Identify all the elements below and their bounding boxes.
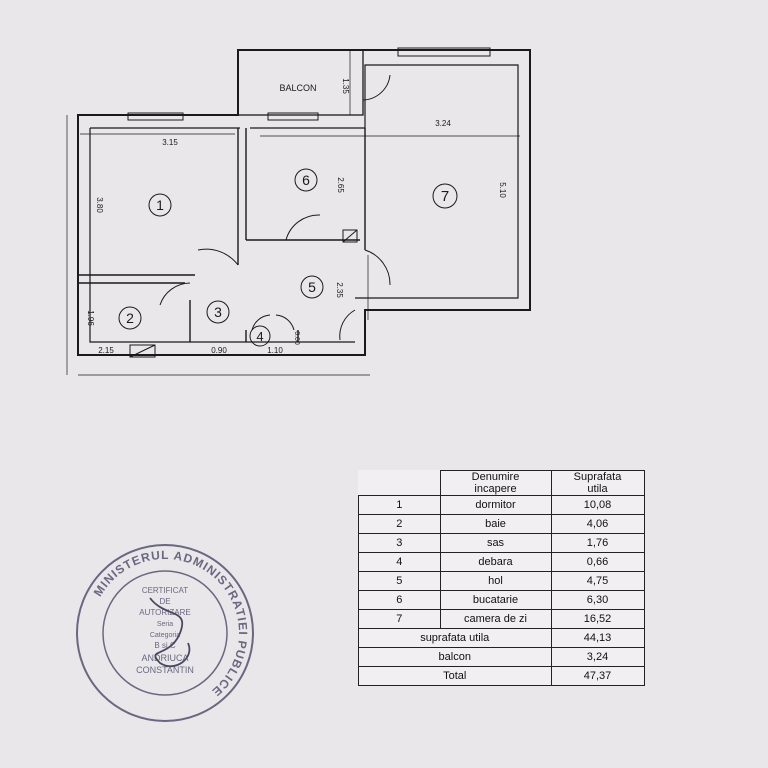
room-number-7: 7 <box>441 188 449 205</box>
room-name: bucatarie <box>439 590 552 610</box>
dim-closet-width: 1.10 <box>267 346 283 355</box>
signature-scribble <box>149 597 191 668</box>
room-area: 6,30 <box>550 590 645 610</box>
room-area: 10,08 <box>550 495 645 515</box>
room-number-1: 1 <box>156 197 164 213</box>
row-number: 1 <box>358 495 441 515</box>
room-number-2: 2 <box>126 310 134 326</box>
total-label: suprafata utila <box>358 628 552 648</box>
dim-room7-width: 3.24 <box>435 119 451 128</box>
total-value: 3,24 <box>550 647 645 667</box>
room-number-6: 6 <box>302 172 310 188</box>
window <box>397 47 491 57</box>
room-name: sas <box>439 533 552 553</box>
room-name: hol <box>439 571 552 591</box>
room-circle-5 <box>300 275 324 299</box>
row-number: 6 <box>358 590 441 610</box>
total-label: balcon <box>358 647 552 667</box>
dim-closet-depth: 0.60 <box>293 331 300 345</box>
room-number-3: 3 <box>214 304 222 320</box>
header-blank <box>359 471 441 496</box>
room-circle-4 <box>249 325 271 347</box>
dim-balcony-depth: 1.35 <box>341 78 350 94</box>
row-number: 5 <box>358 571 441 591</box>
room-number-5: 5 <box>308 279 316 295</box>
room-number-4: 4 <box>256 329 263 344</box>
balcony-outline <box>237 49 364 116</box>
room-name: debara <box>439 552 552 572</box>
dim-room6-depth: 2.65 <box>336 177 345 193</box>
door-swing <box>159 282 191 306</box>
row-number: 4 <box>358 552 441 572</box>
dim-hall-width: 0.90 <box>211 346 227 355</box>
room-name: dormitor <box>439 495 552 515</box>
room-area: 1,76 <box>550 533 645 553</box>
total-label: Total <box>358 666 552 686</box>
dim-bath-depth: 1.96 <box>86 310 95 326</box>
room-circle-1 <box>148 193 172 217</box>
room-name: baie <box>439 514 552 534</box>
stamp-line: CERTIFICAT <box>142 586 188 595</box>
room-circle-6 <box>294 168 318 192</box>
window <box>267 112 319 121</box>
bath-fixture <box>129 344 156 358</box>
dim-bath-width: 2.15 <box>98 346 114 355</box>
stamp-line: Seria <box>157 621 173 628</box>
floor-plan: 1 2 3 4 5 6 7 BALCON 1.35 3.15 3.80 2.65… <box>66 47 531 376</box>
official-stamp: MINISTERUL ADMINISTRATIEI PUBLICE CERTIF… <box>76 544 254 722</box>
dim-room1-width: 3.15 <box>162 138 178 147</box>
room-circle-2 <box>118 306 142 330</box>
door-swing <box>364 249 391 286</box>
room-area: 4,06 <box>550 514 645 534</box>
inner-wall-line <box>89 64 519 343</box>
door-swing <box>285 214 321 241</box>
dim-hall-depth: 2.35 <box>335 282 344 298</box>
stamp-line: B si C <box>154 641 176 650</box>
room-area: 16,52 <box>550 609 645 629</box>
door-swing <box>362 74 391 101</box>
row-number: 2 <box>358 514 441 534</box>
door-swing <box>339 309 356 341</box>
stamp-line: CONSTANTIN <box>136 665 194 675</box>
dim-room7-depth: 5.10 <box>498 182 507 198</box>
row-number: 3 <box>358 533 441 553</box>
stamp-line: AUTORIZARE <box>139 608 190 617</box>
kitchen-fixture <box>342 229 358 243</box>
stamp-line: ANDRIUCA <box>141 653 188 663</box>
balcon-label: BALCON <box>279 83 316 93</box>
stamp-line: Categoria <box>150 632 180 639</box>
door-swing <box>197 248 239 266</box>
partition-walls <box>78 128 366 342</box>
room-circle-3 <box>206 300 230 324</box>
window <box>127 112 184 121</box>
total-value: 47,37 <box>550 666 645 686</box>
room-circle-7 <box>432 183 458 209</box>
door-swing <box>251 314 295 331</box>
room-area: 4,75 <box>550 571 645 591</box>
dim-room1-depth: 3.80 <box>95 197 104 213</box>
row-number: 7 <box>358 609 441 629</box>
dimension-lines <box>66 50 520 376</box>
total-value: 44,13 <box>550 628 645 648</box>
stamp-line: DE <box>159 597 170 606</box>
room-area: 0,66 <box>550 552 645 572</box>
outer-wall <box>77 49 531 356</box>
room-name: camera de zi <box>439 609 552 629</box>
